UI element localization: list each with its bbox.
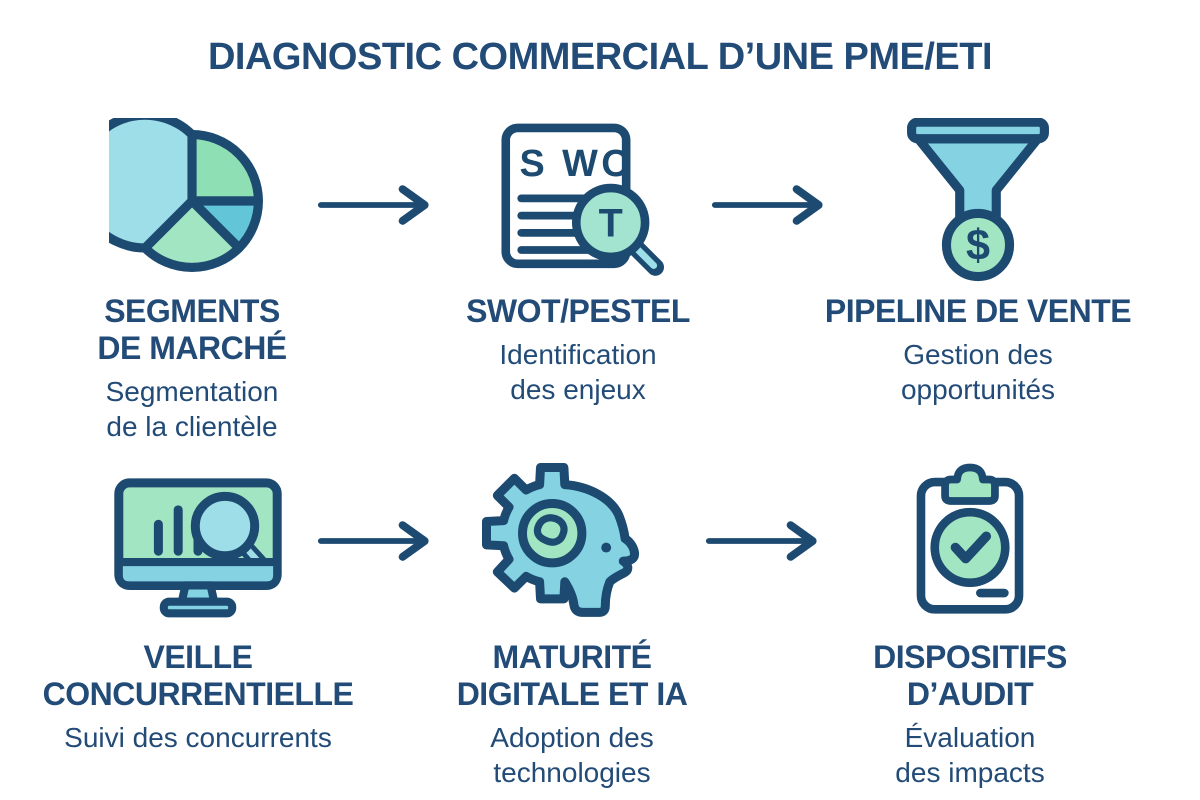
- icon-box: S WO T: [492, 115, 664, 287]
- step-subtitle: Adoption des technologies: [490, 722, 654, 789]
- step-veille-concurrentielle: VEILLE CONCURRENTIELLE Suivi des concurr…: [18, 455, 378, 755]
- swot-letters: S WO: [520, 143, 635, 185]
- step-pipeline-de-vente: $ PIPELINE DE VENTE Gestion des opportun…: [798, 115, 1158, 408]
- step-segments-de-marche: SEGMENTS DE MARCHÉ Segmentation de la cl…: [12, 115, 372, 445]
- monitor-analytics-magnifier-icon: [114, 477, 282, 617]
- step-dispositifs-audit: DISPOSITIFS D’AUDIT Évaluation des impac…: [790, 455, 1150, 791]
- step-subtitle: Suivi des concurrents: [64, 722, 332, 754]
- arrow-right-icon: [705, 521, 817, 561]
- swot-document-magnifier-icon: S WO T: [501, 123, 664, 276]
- step-heading: MATURITÉ DIGITALE ET IA: [456, 639, 688, 713]
- step-heading: DISPOSITIFS D’AUDIT: [873, 639, 1067, 713]
- arrow-right-icon: [317, 521, 429, 561]
- dollar-sign: $: [966, 222, 990, 270]
- step-heading: SWOT/PESTEL: [466, 293, 690, 329]
- arrow-right-icon: [317, 185, 429, 225]
- clipboard-clip: [941, 463, 999, 505]
- dollar-circle: [941, 208, 1015, 282]
- step-subtitle: Gestion des opportunités: [900, 339, 1056, 406]
- step-heading: PIPELINE DE VENTE: [824, 293, 1132, 329]
- step-swot-pestel: S WO T SWOT/PESTEL Identification des en…: [398, 115, 758, 408]
- arrow-right-icon: [711, 185, 823, 225]
- step-heading: SEGMENTS DE MARCHÉ: [97, 293, 287, 367]
- step-subtitle: Segmentation de la clientèle: [105, 376, 279, 443]
- icon-box: [482, 455, 662, 633]
- check-mark: [950, 531, 992, 564]
- audit-clipboard-check-icon: [916, 463, 1024, 614]
- gear-head-ai-icon: [482, 463, 639, 617]
- icon-box: [884, 455, 1056, 633]
- magnifier-lens: [571, 183, 650, 262]
- core-blob: [533, 514, 568, 546]
- sales-funnel-dollar-icon: $: [907, 118, 1049, 282]
- icon-box: $: [895, 115, 1061, 287]
- step-heading: VEILLE CONCURRENTIELLE: [42, 639, 354, 713]
- step-subtitle: Évaluation des impacts: [895, 722, 1045, 789]
- icon-box: [109, 115, 275, 287]
- page-title: DIAGNOSTIC COMMERCIAL D’UNE PME/ETI: [207, 36, 993, 78]
- step-subtitle: Identification des enjeux: [499, 339, 657, 406]
- step-maturite-digitale: MATURITÉ DIGITALE ET IA Adoption des tec…: [392, 455, 752, 791]
- eye-dot: [601, 542, 612, 553]
- icon-box: [108, 455, 288, 633]
- pie-chart-icon: [109, 118, 263, 273]
- magnifier-letter: T: [599, 201, 623, 245]
- magnifier-lens: [190, 491, 260, 560]
